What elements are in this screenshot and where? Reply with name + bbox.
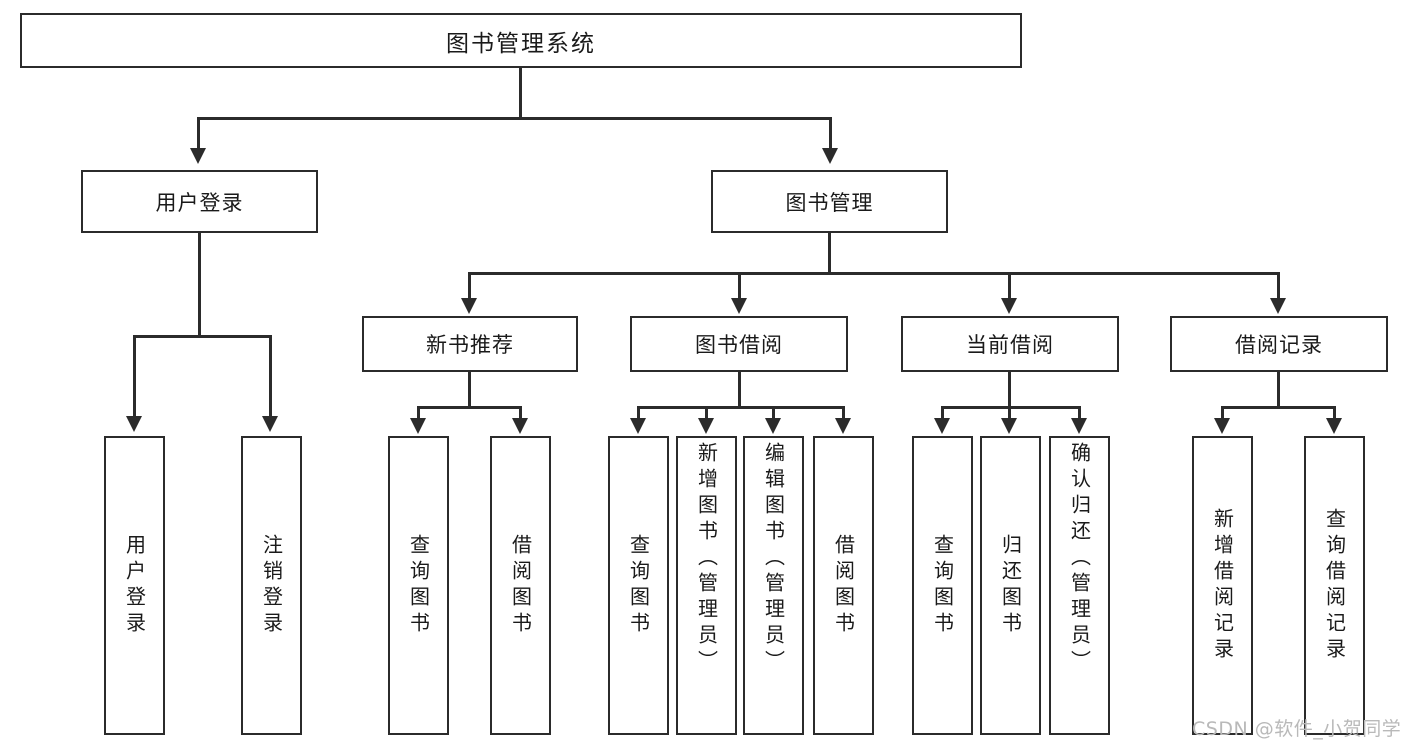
- node-leaf-user-logout[interactable]: 注销登录: [241, 436, 302, 735]
- node-label: 新增借阅记录: [1210, 507, 1235, 664]
- node-book-borrow[interactable]: 图书借阅: [630, 316, 848, 372]
- arrowhead-leaf-cur-return-book: [1001, 418, 1017, 434]
- node-current-borrow[interactable]: 当前借阅: [901, 316, 1119, 372]
- connector-cb-to-leaf1: [941, 406, 944, 420]
- connector-root-stem: [519, 68, 522, 118]
- connector-br-to-leaf2: [1333, 406, 1336, 420]
- arrowhead-leaf-cur-confirm-return: [1071, 418, 1087, 434]
- connector-new-book-rec-stem: [468, 372, 471, 408]
- node-label: 借阅记录: [1235, 333, 1323, 357]
- connector-root-to-user-login: [197, 117, 200, 150]
- arrowhead-new-book-rec: [461, 298, 477, 314]
- arrowhead-current-borrow: [1001, 298, 1017, 314]
- connector-book-borrow-bus: [637, 406, 845, 409]
- arrowhead-leaf-borrow-edit-book: [765, 418, 781, 434]
- arrowhead-leaf-user-login: [126, 416, 142, 432]
- connector-user-login-to-leaf2: [269, 335, 272, 418]
- arrowhead-leaf-rec-borrow-book: [512, 418, 528, 434]
- connector-br-to-leaf1: [1221, 406, 1224, 420]
- arrowhead-leaf-rec-query-book: [410, 418, 426, 434]
- connector-bm-to-book-borrow: [738, 272, 741, 300]
- node-leaf-rec-query-record[interactable]: 查询借阅记录: [1304, 436, 1365, 735]
- node-label: 图书管理: [785, 190, 874, 215]
- connector-cb-to-leaf3: [1078, 406, 1081, 420]
- connector-book-manage-bus: [468, 272, 1280, 275]
- connector-user-login-bus: [133, 335, 270, 338]
- node-leaf-rec-add-record[interactable]: 新增借阅记录: [1192, 436, 1253, 735]
- node-label: 当前借阅: [966, 333, 1054, 357]
- node-leaf-cur-confirm-return[interactable]: 确认归还（管理员）: [1049, 436, 1110, 735]
- connector-nbr-to-leaf1: [417, 406, 420, 420]
- node-new-book-rec[interactable]: 新书推荐: [362, 316, 578, 372]
- node-label: 新增图书（管理员）: [694, 442, 719, 676]
- node-leaf-borrow-edit-book[interactable]: 编辑图书（管理员）: [743, 436, 804, 735]
- connector-user-login-stem: [198, 233, 201, 336]
- node-leaf-cur-return-book[interactable]: 归还图书: [980, 436, 1041, 735]
- node-user-login[interactable]: 用户登录: [81, 170, 318, 233]
- connector-bb-to-leaf4: [842, 406, 845, 420]
- node-label: 注销登录: [259, 533, 284, 638]
- node-leaf-cur-query-book[interactable]: 查询图书: [912, 436, 973, 735]
- connector-root-bus: [197, 117, 832, 120]
- connector-current-borrow-stem: [1008, 372, 1011, 408]
- connector-borrow-record-bus: [1221, 406, 1336, 409]
- node-leaf-borrow-borrow-book[interactable]: 借阅图书: [813, 436, 874, 735]
- node-label: 新书推荐: [426, 333, 514, 357]
- connector-root-to-book-manage: [829, 117, 832, 150]
- connector-book-manage-stem: [828, 233, 831, 273]
- arrowhead-book-borrow: [731, 298, 747, 314]
- arrowhead-leaf-rec-add-record: [1214, 418, 1230, 434]
- arrowhead-leaf-cur-query-book: [934, 418, 950, 434]
- node-root-system[interactable]: 图书管理系统: [20, 13, 1022, 68]
- connector-cb-to-leaf2: [1008, 406, 1011, 420]
- connector-bb-to-leaf1: [637, 406, 640, 420]
- node-label: 查询图书: [930, 533, 955, 638]
- node-label: 用户登录: [122, 533, 147, 638]
- connector-bm-to-borrow-record: [1277, 272, 1280, 300]
- node-label: 用户登录: [155, 190, 244, 215]
- node-label: 归还图书: [998, 533, 1023, 638]
- arrowhead-leaf-borrow-add-book: [698, 418, 714, 434]
- node-leaf-rec-borrow-book[interactable]: 借阅图书: [490, 436, 551, 735]
- connector-borrow-record-stem: [1277, 372, 1280, 408]
- node-label: 借阅图书: [831, 533, 856, 638]
- connector-current-borrow-bus: [941, 406, 1081, 409]
- node-leaf-borrow-query-book[interactable]: 查询图书: [608, 436, 669, 735]
- node-label: 图书借阅: [695, 333, 783, 357]
- arrowhead-leaf-borrow-borrow-book: [835, 418, 851, 434]
- node-label: 查询借阅记录: [1322, 507, 1347, 664]
- arrowhead-borrow-record: [1270, 298, 1286, 314]
- node-label: 确认归还（管理员）: [1067, 442, 1092, 676]
- node-label: 查询图书: [626, 533, 651, 638]
- arrowhead-leaf-user-logout: [262, 416, 278, 432]
- node-leaf-rec-query-book[interactable]: 查询图书: [388, 436, 449, 735]
- connector-bb-to-leaf2: [705, 406, 708, 420]
- node-book-manage[interactable]: 图书管理: [711, 170, 948, 233]
- node-borrow-record[interactable]: 借阅记录: [1170, 316, 1388, 372]
- arrowhead-leaf-borrow-query-book: [630, 418, 646, 434]
- connector-bm-to-current-borrow: [1008, 272, 1011, 300]
- node-label: 图书管理系统: [446, 30, 596, 57]
- arrowhead-leaf-rec-query-record: [1326, 418, 1342, 434]
- connector-user-login-to-leaf1: [133, 335, 136, 418]
- connector-book-borrow-stem: [738, 372, 741, 408]
- node-label: 编辑图书（管理员）: [761, 442, 786, 676]
- arrowhead-book-manage: [822, 148, 838, 164]
- node-leaf-borrow-add-book[interactable]: 新增图书（管理员）: [676, 436, 737, 735]
- node-leaf-user-login[interactable]: 用户登录: [104, 436, 165, 735]
- connector-nbr-to-leaf2: [519, 406, 522, 420]
- connector-new-book-rec-bus: [417, 406, 522, 409]
- node-label: 借阅图书: [508, 533, 533, 638]
- arrowhead-user-login: [190, 148, 206, 164]
- connector-bm-to-new-book-rec: [468, 272, 471, 300]
- node-label: 查询图书: [406, 533, 431, 638]
- connector-bb-to-leaf3: [772, 406, 775, 420]
